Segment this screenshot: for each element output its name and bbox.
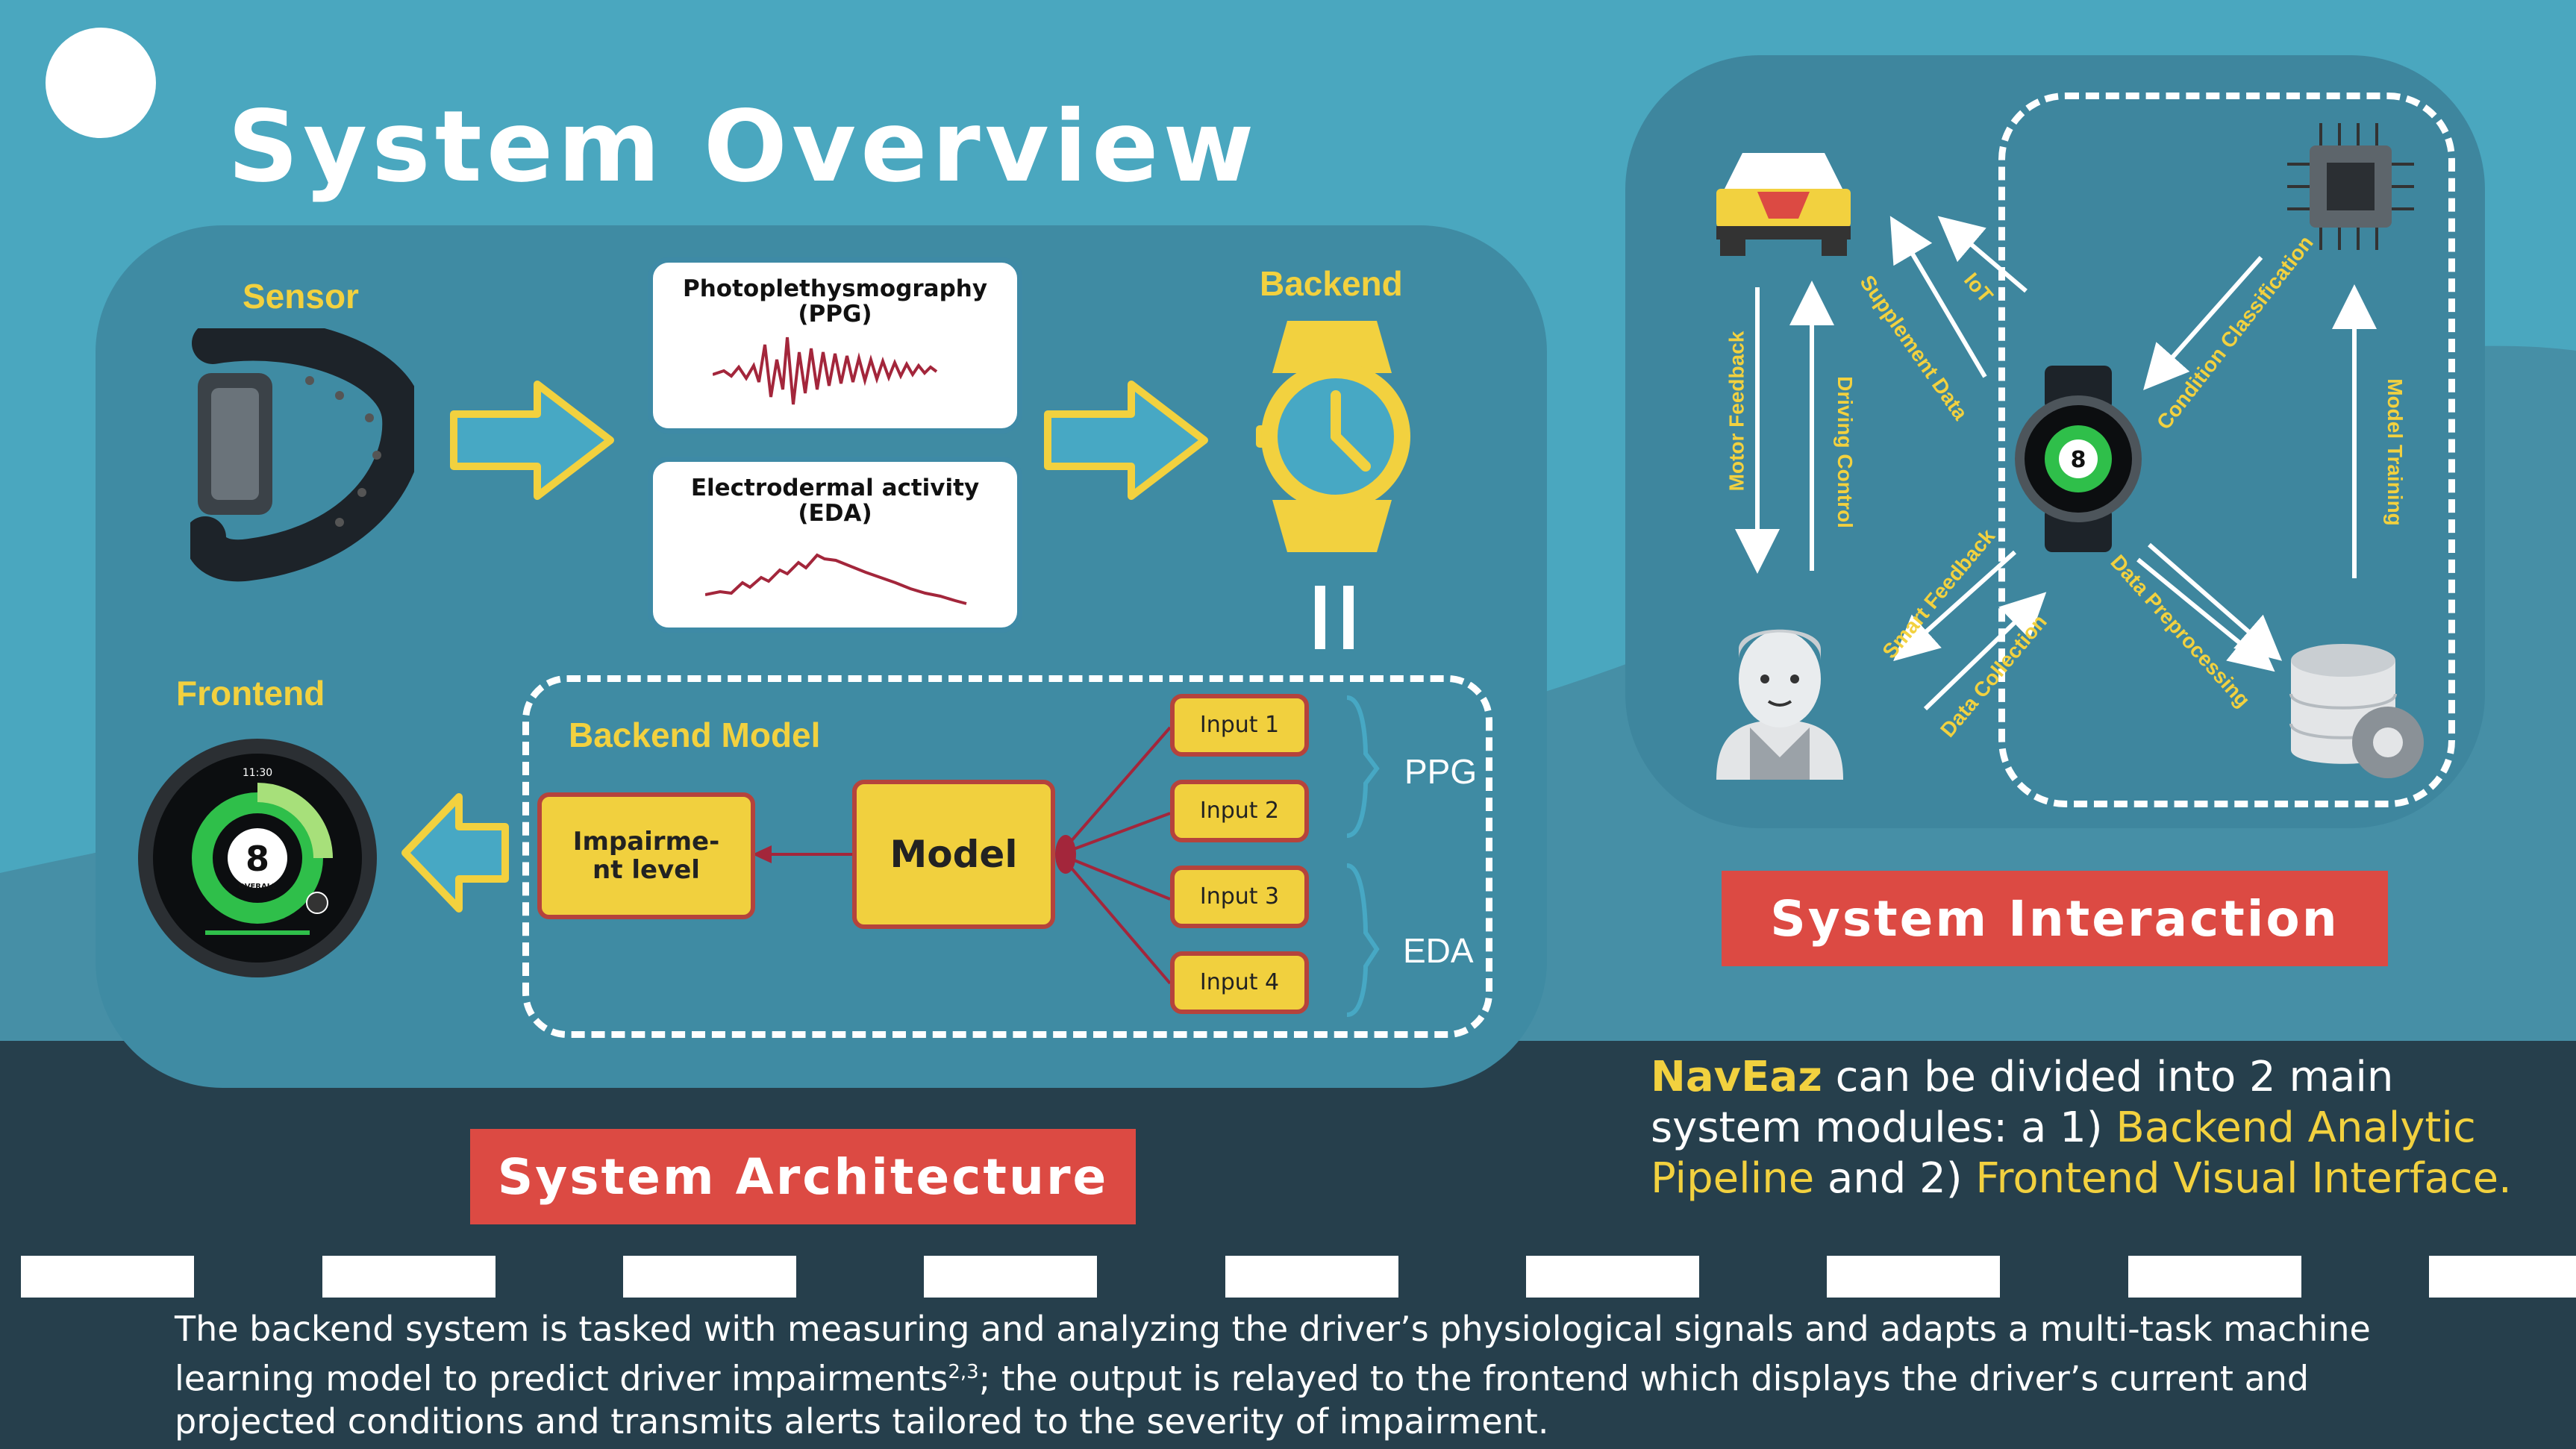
backend-label: Backend <box>1260 264 1403 303</box>
system-architecture-banner: System Architecture <box>470 1129 1136 1224</box>
database-gear-icon <box>2289 644 2424 778</box>
ppg-card-title: Photoplethysmography (PPG) <box>683 275 988 328</box>
summary-text: NavEaz can be divided into 2 main system… <box>1651 1052 2546 1204</box>
ppg-group-label: PPG <box>1404 752 1478 791</box>
page-title: System Overview <box>228 90 1259 204</box>
road-dash <box>2128 1256 2301 1298</box>
model-box: Model <box>852 780 1055 929</box>
arrow-sensor-to-signals <box>450 381 614 500</box>
input-3-box: Input 3 <box>1170 866 1309 928</box>
road-dash <box>322 1256 495 1298</box>
impairment-level-box: Impairme- nt level <box>537 792 755 919</box>
eda-waveform <box>705 553 967 605</box>
input-4-box: Input 4 <box>1170 951 1309 1014</box>
logo-circle <box>46 28 156 138</box>
center-watch-score: 8 <box>2071 447 2086 473</box>
summary-module-2: Frontend Visual Interface. <box>1975 1154 2512 1203</box>
road-dash <box>1526 1256 1699 1298</box>
driver-avatar-icon <box>1716 629 1843 780</box>
input-2-box: Input 2 <box>1170 780 1309 842</box>
backend-model-region <box>522 675 1492 1038</box>
summary-part-1: can be divided into 2 main system module… <box>1651 1053 2394 1152</box>
road-dash <box>1827 1256 2000 1298</box>
label-model-training: Model Training <box>2383 378 2407 526</box>
center-watch-icon: 8 <box>2015 366 2142 552</box>
label-driving-control: Driving Control <box>1833 376 1857 528</box>
summary-module-1: Backend Analytic Pipeline <box>1651 1104 2476 1203</box>
eda-group-label: EDA <box>1403 931 1474 970</box>
brand-name: NavEaz <box>1651 1053 1822 1101</box>
footer-part-2: ; the output is relayed to the frontend … <box>175 1358 2310 1442</box>
road-dash <box>21 1256 194 1298</box>
frontend-watch-icon: 8 OVERALL 11:30 <box>138 739 377 977</box>
footer-superscript: 2,3 <box>948 1361 979 1383</box>
input-1-box: Input 1 <box>1170 694 1309 757</box>
wristband-sensor-icon <box>190 328 414 582</box>
frontend-watch-score: 8 <box>246 839 269 879</box>
arrow-signals-to-backend <box>1044 381 1208 500</box>
summary-part-2: and 2) <box>1814 1154 1976 1203</box>
car-icon <box>1716 153 1851 256</box>
connector-bar-left <box>1315 586 1325 649</box>
ppg-waveform <box>713 337 938 405</box>
system-interaction-banner: System Interaction <box>1722 871 2388 966</box>
arrow-model-to-frontend <box>401 793 509 913</box>
road-dash <box>2429 1256 2576 1298</box>
frontend-label: Frontend <box>176 674 325 713</box>
interaction-dashed-region <box>1998 93 2455 807</box>
footer-part-1: The backend system is tasked with measur… <box>175 1309 2371 1399</box>
backend-watch-icon <box>1256 321 1410 552</box>
road-band <box>0 1041 2576 1449</box>
eda-card-title: Electrodermal activity (EDA) <box>690 475 980 527</box>
frontend-watch-caption: OVERALL <box>239 883 278 891</box>
backend-model-label: Backend Model <box>569 716 821 754</box>
road-dash <box>623 1256 796 1298</box>
footer-description: The backend system is tasked with measur… <box>175 1307 2428 1443</box>
road-dash <box>924 1256 1097 1298</box>
processor-chip-icon <box>2287 123 2414 250</box>
eda-card: Electrodermal activity (EDA) <box>648 457 1022 633</box>
sensor-label: Sensor <box>243 277 359 316</box>
label-motor-feedback: Motor Feedback <box>1725 331 1748 492</box>
road-dash <box>1225 1256 1398 1298</box>
frontend-watch-time: 11:30 <box>243 767 272 779</box>
ppg-card: Photoplethysmography (PPG) <box>648 257 1022 434</box>
connector-bar-right <box>1343 586 1354 649</box>
